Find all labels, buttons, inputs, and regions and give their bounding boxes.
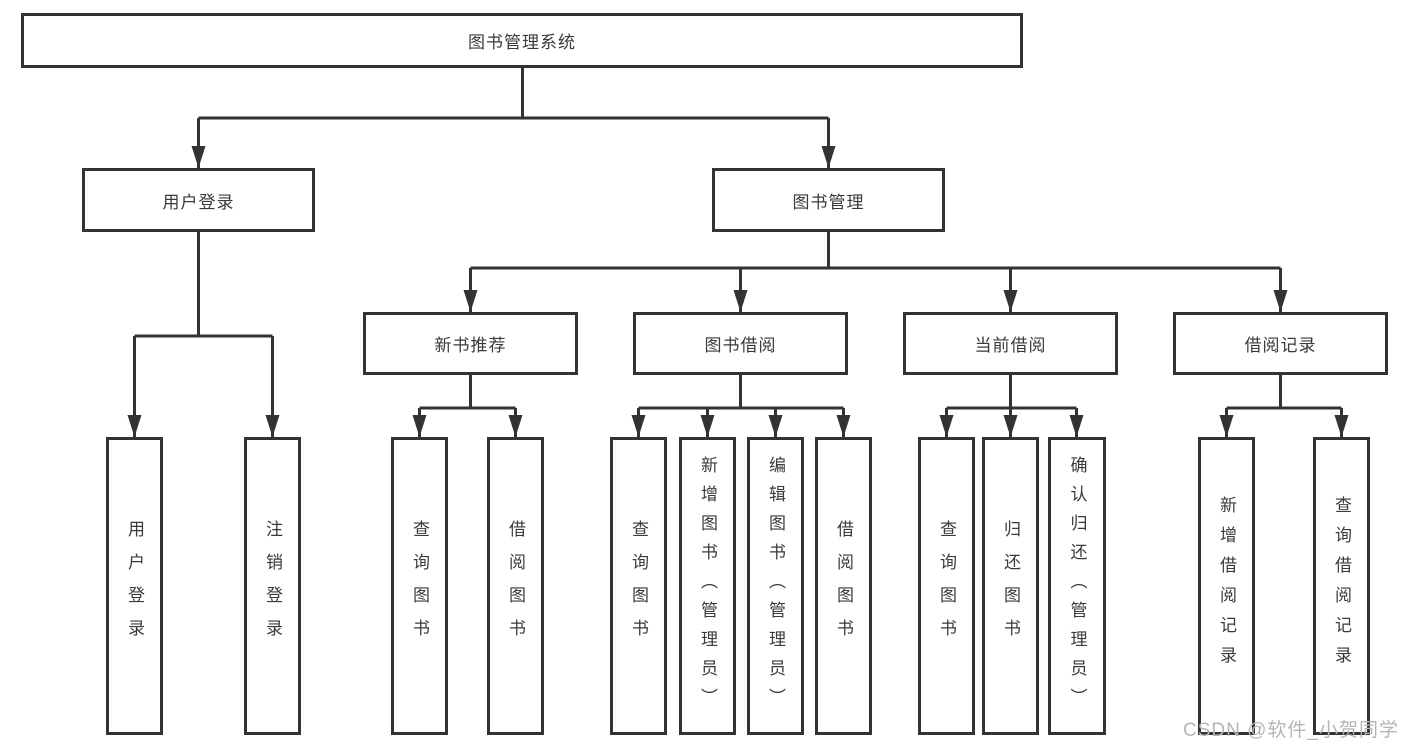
leaf-borrow-books: 借阅图书 — [815, 437, 872, 735]
leaf-add-borrow-record-label: 新增借阅记录 — [1217, 496, 1236, 676]
leaf-borrow-books-recommend: 借阅图书 — [487, 437, 544, 735]
leaf-return-books: 归还图书 — [982, 437, 1039, 735]
leaf-add-book-admin: 新增图书（管理员） — [679, 437, 736, 735]
leaf-confirm-return-admin: 确认归还（管理员） — [1048, 437, 1106, 735]
leaf-query-books-current: 查询图书 — [918, 437, 975, 735]
leaf-edit-book-admin-label: 编辑图书（管理员） — [766, 455, 785, 717]
node-user-login: 用户登录 — [82, 168, 315, 232]
leaf-user-login-label: 用户登录 — [125, 520, 144, 652]
csdn-watermark: CSDN @软件_小贺同学 — [1183, 720, 1399, 741]
leaf-borrow-books-label: 借阅图书 — [834, 520, 853, 652]
leaf-borrow-books-recommend-label: 借阅图书 — [506, 520, 525, 652]
leaf-query-books-recommend: 查询图书 — [391, 437, 448, 735]
node-book-borrowing: 图书借阅 — [633, 312, 848, 375]
leaf-logout-label: 注销登录 — [263, 520, 282, 652]
leaf-logout: 注销登录 — [244, 437, 301, 735]
node-library-system: 图书管理系统 — [21, 13, 1023, 68]
leaf-return-books-label: 归还图书 — [1001, 520, 1020, 652]
node-borrowing-records: 借阅记录 — [1173, 312, 1388, 375]
node-book-management: 图书管理 — [712, 168, 945, 232]
leaf-query-books-borrow: 查询图书 — [610, 437, 667, 735]
leaf-query-borrow-record: 查询借阅记录 — [1313, 437, 1370, 735]
node-current-borrowing: 当前借阅 — [903, 312, 1118, 375]
leaf-add-book-admin-label: 新增图书（管理员） — [698, 455, 717, 717]
leaf-query-books-borrow-label: 查询图书 — [629, 520, 648, 652]
leaf-query-books-current-label: 查询图书 — [937, 520, 956, 652]
leaf-query-borrow-record-label: 查询借阅记录 — [1332, 496, 1351, 676]
leaf-add-borrow-record: 新增借阅记录 — [1198, 437, 1255, 735]
leaf-query-books-recommend-label: 查询图书 — [410, 520, 429, 652]
leaf-user-login: 用户登录 — [106, 437, 163, 735]
leaf-confirm-return-admin-label: 确认归还（管理员） — [1067, 455, 1087, 717]
leaf-edit-book-admin: 编辑图书（管理员） — [747, 437, 804, 735]
node-new-book-recommendation: 新书推荐 — [363, 312, 578, 375]
